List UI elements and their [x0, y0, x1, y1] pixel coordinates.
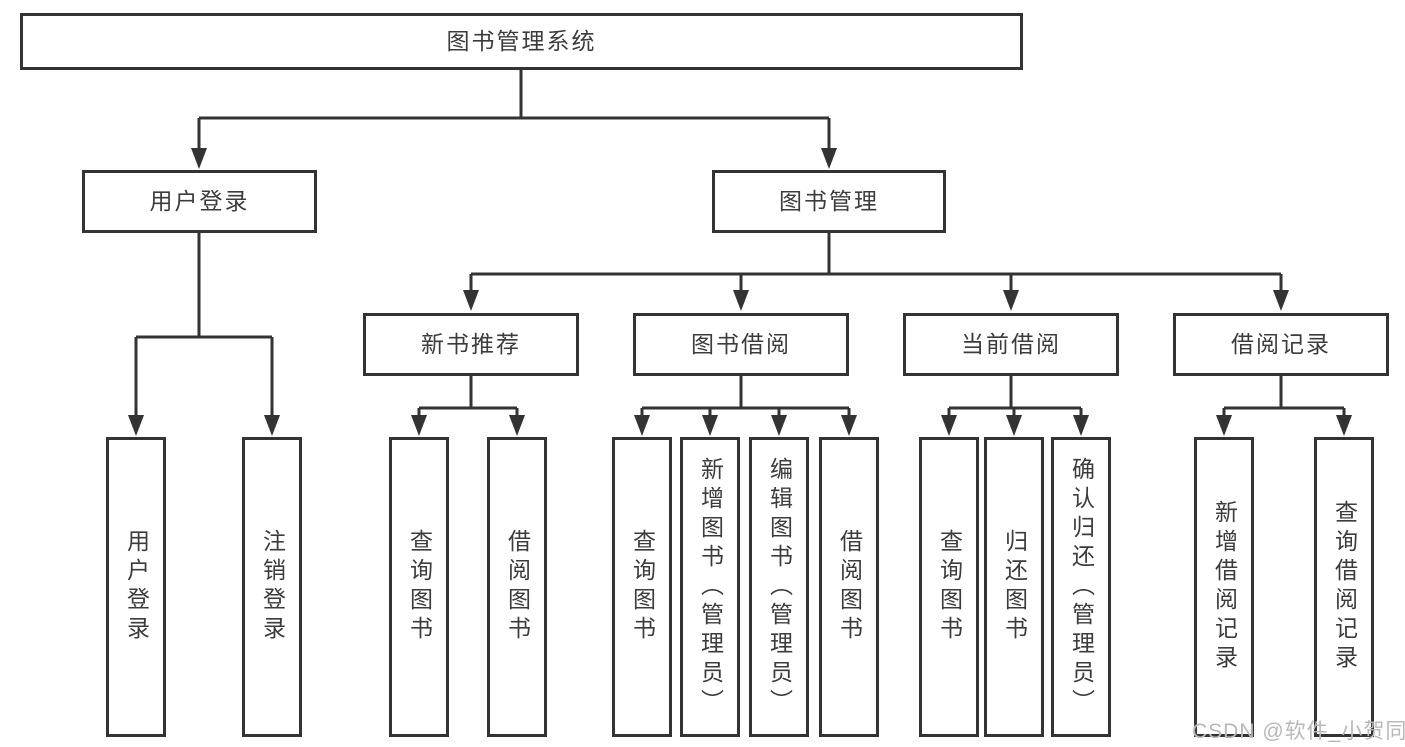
leaf-borrow-books-recommend: 借阅图书 — [487, 437, 547, 737]
leaf-borrow-books: 借阅图书 — [819, 437, 879, 737]
connector-login-to-leaves — [128, 233, 280, 436]
leaf-query-books-recommend: 查询图书 — [389, 437, 449, 737]
connector-recommend-to-leaves — [411, 376, 525, 436]
leaf-logout: 注销登录 — [242, 437, 302, 737]
node-borrow-records: 借阅记录 — [1173, 313, 1389, 376]
connector-records-to-leaves — [1216, 376, 1352, 436]
leaf-query-borrow-record: 查询借阅记录 — [1314, 437, 1374, 737]
node-current-borrow: 当前借阅 — [903, 313, 1119, 376]
node-new-book-recommend: 新书推荐 — [363, 313, 579, 376]
connector-root-to-level2 — [191, 70, 837, 169]
leaf-user-login: 用户登录 — [106, 437, 166, 737]
node-book-borrow: 图书借阅 — [633, 313, 849, 376]
leaf-query-books-borrow: 查询图书 — [612, 437, 672, 737]
leaf-confirm-return-admin: 确认归还（管理员） — [1051, 437, 1111, 737]
leaf-edit-book-admin: 编辑图书（管理员） — [749, 437, 809, 737]
node-book-management: 图书管理 — [712, 170, 946, 233]
leaf-add-borrow-record: 新增借阅记录 — [1194, 437, 1254, 737]
leaf-return-book: 归还图书 — [984, 437, 1044, 737]
leaf-query-books-current: 查询图书 — [919, 437, 979, 737]
connector-mgmt-to-level3 — [463, 233, 1289, 311]
connector-borrow-to-leaves — [634, 376, 857, 436]
csdn-watermark: CSDN @软件_小贺同学 — [1192, 715, 1405, 745]
node-library-management-system: 图书管理系统 — [20, 13, 1023, 70]
connector-current-to-leaves — [941, 376, 1089, 436]
leaf-add-book-admin: 新增图书（管理员） — [680, 437, 740, 737]
node-user-login: 用户登录 — [82, 170, 317, 233]
csdn-watermark-text: CSDN @软件_小贺同 — [1192, 720, 1405, 743]
